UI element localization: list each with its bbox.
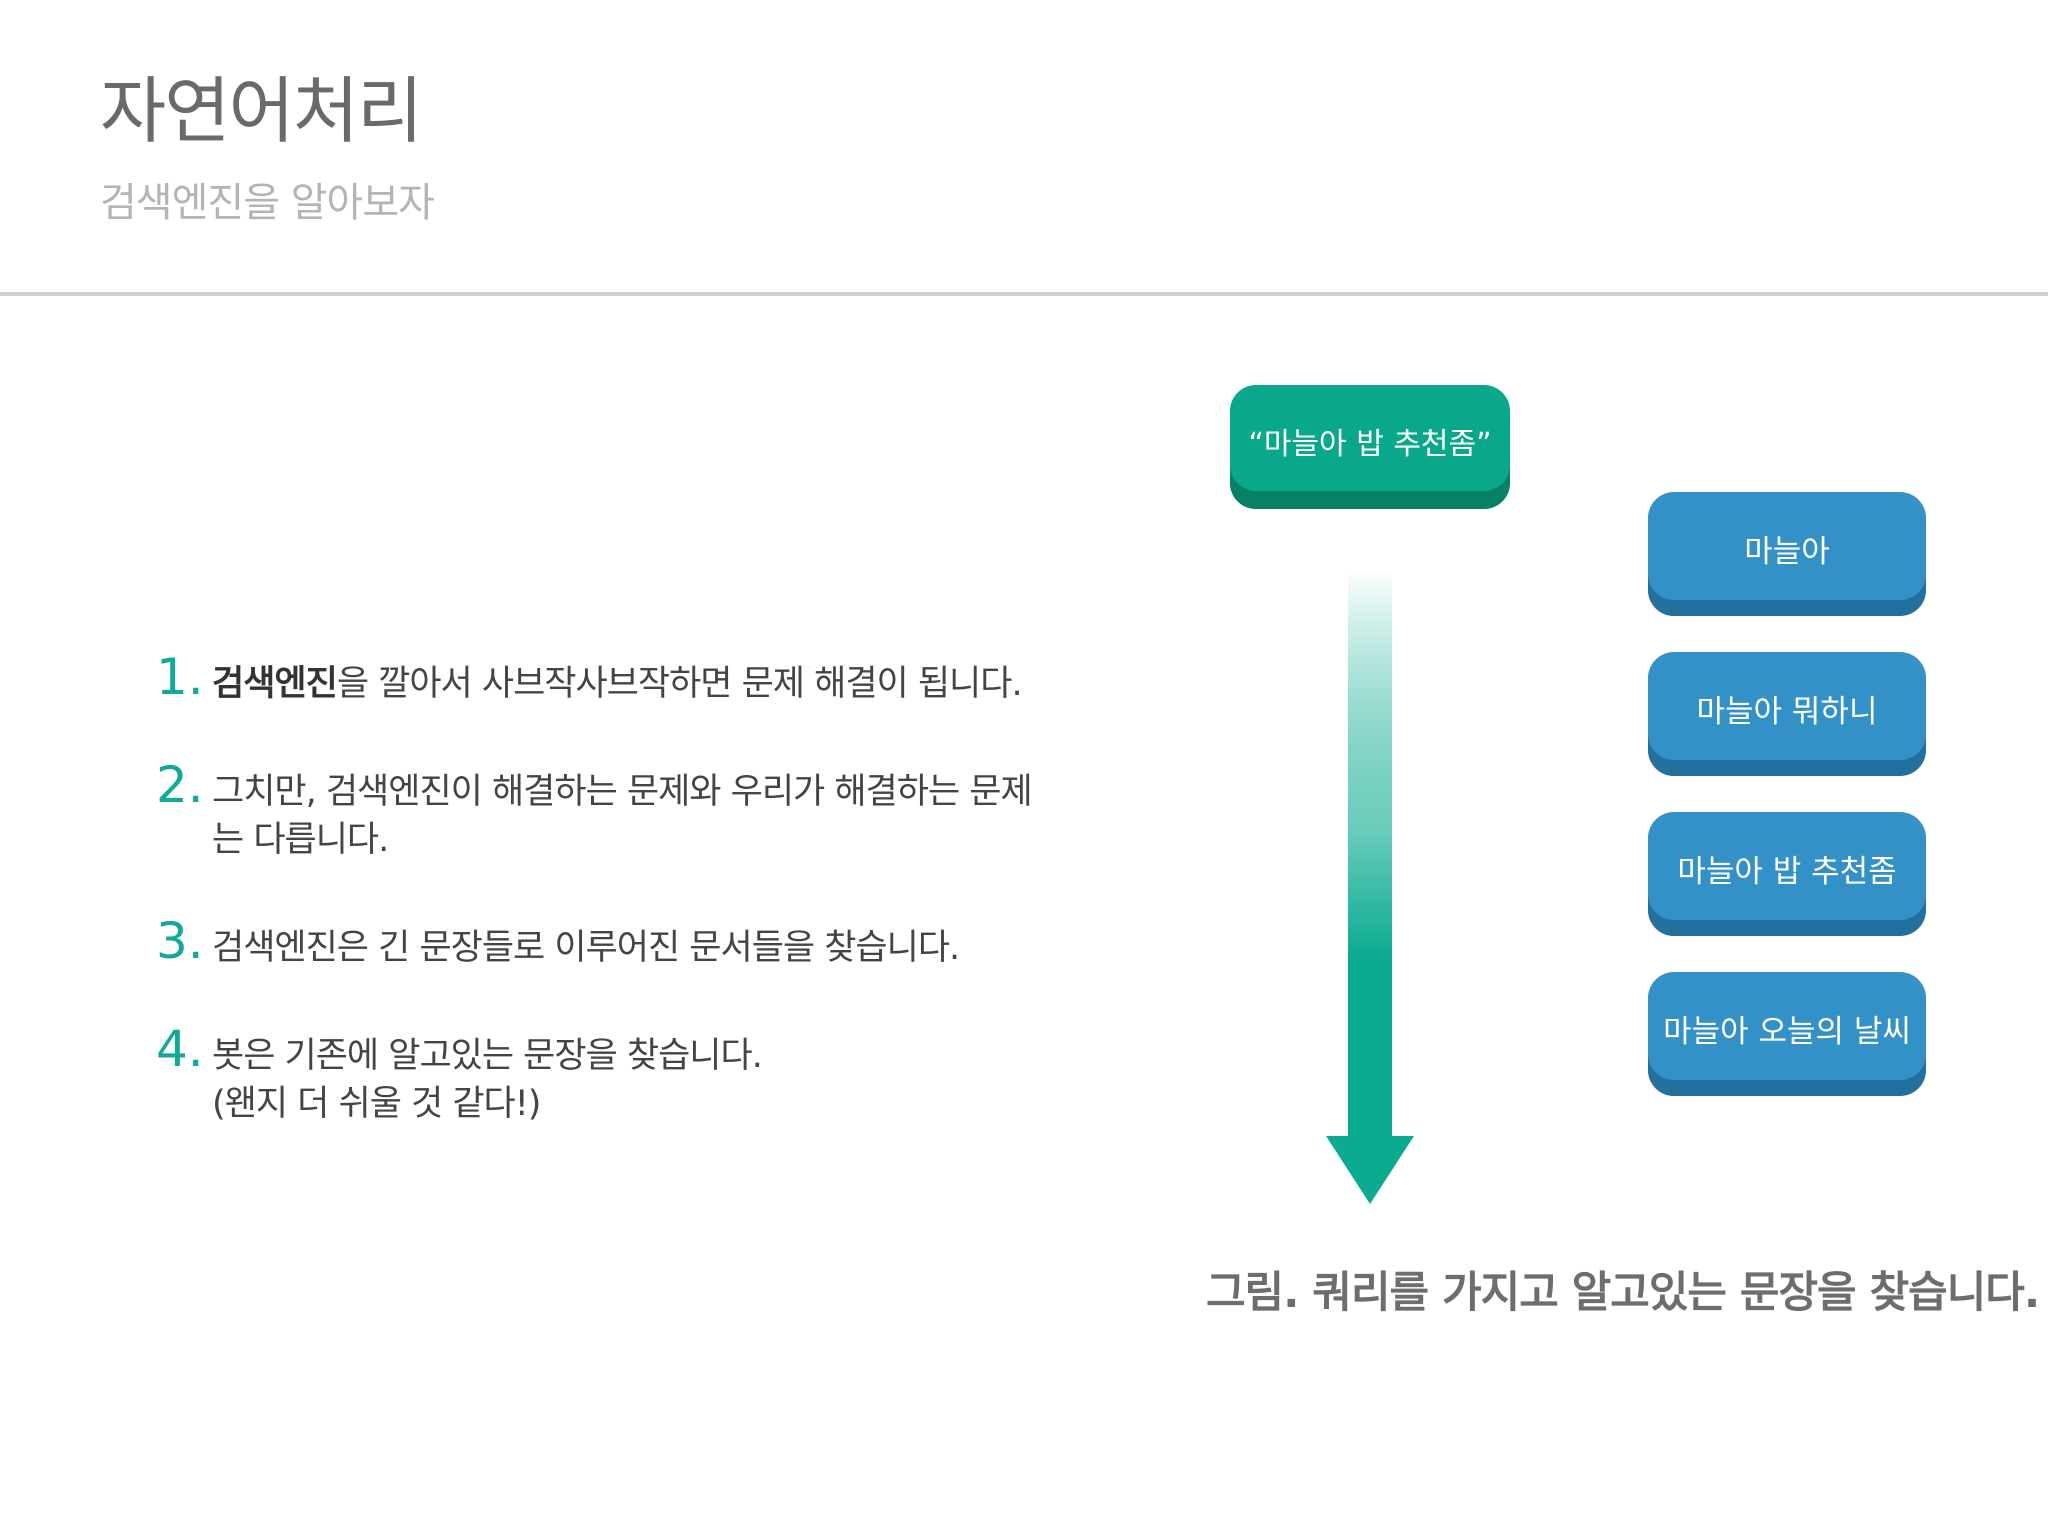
list-item: 1. 검색엔진을 깔아서 사브작사브작하면 문제 해결이 됩니다. <box>156 648 1023 708</box>
list-number: 2. <box>156 756 204 814</box>
list-item: 3. 검색엔진은 긴 문장들로 이루어진 문서들을 찾습니다. <box>156 912 960 972</box>
query-box: “마늘아 밥 추천좀” <box>1230 385 1510 509</box>
candidate-text: 마늘아 밥 추천좀 <box>1677 853 1897 890</box>
list-number: 1. <box>156 648 204 706</box>
page-title: 자연어처리 <box>100 69 423 153</box>
list-number: 4. <box>156 1020 204 1078</box>
query-text: “마늘아 밥 추천좀” <box>1248 427 1492 462</box>
list-text: 검색엔진을 깔아서 사브작사브작하면 문제 해결이 됩니다. <box>212 650 1023 708</box>
list-text: 봇은 기존에 알고있는 문장을 찾습니다. (왠지 더 쉬울 것 같다!) <box>212 1022 763 1128</box>
candidate-text: 마늘아 오늘의 날씨 <box>1663 1013 1911 1050</box>
candidate-box: 마늘아 <box>1648 492 1926 616</box>
candidate-text: 마늘아 <box>1744 533 1830 570</box>
candidate-box: 마늘아 뭐하니 <box>1648 652 1926 776</box>
list-item: 4. 봇은 기존에 알고있는 문장을 찾습니다. (왠지 더 쉬울 것 같다!) <box>156 1020 763 1128</box>
list-text-line: 그치만, 검색엔진이 해결하는 문제와 우리가 해결하는 문제 <box>212 772 1033 812</box>
list-text-line: 는 다릅니다. <box>212 820 389 860</box>
list-text: 그치만, 검색엔진이 해결하는 문제와 우리가 해결하는 문제 는 다릅니다. <box>212 758 1033 864</box>
candidate-box: 마늘아 밥 추천좀 <box>1648 812 1926 936</box>
candidate-box: 마늘아 오늘의 날씨 <box>1648 972 1926 1096</box>
arrow-head <box>1326 1136 1414 1204</box>
list-number: 3. <box>156 912 204 970</box>
list-text-line: (왠지 더 쉬울 것 같다!) <box>212 1084 541 1124</box>
arrow-shaft <box>1348 570 1392 1140</box>
list-bold-term: 검색엔진 <box>212 664 338 704</box>
list-text-line: 봇은 기존에 알고있는 문장을 찾습니다. <box>212 1036 763 1076</box>
figure-caption: 그림. 쿼리를 가지고 알고있는 문장을 찾습니다. <box>1206 1268 2040 1318</box>
page-subtitle: 검색엔진을 알아보자 <box>100 180 435 226</box>
list-text: 검색엔진은 긴 문장들로 이루어진 문서들을 찾습니다. <box>212 928 960 968</box>
list-item: 2. 그치만, 검색엔진이 해결하는 문제와 우리가 해결하는 문제 는 다릅니… <box>156 756 1033 864</box>
candidate-text: 마늘아 뭐하니 <box>1696 693 1878 730</box>
header-divider <box>0 292 2048 296</box>
down-arrow-icon <box>1326 570 1414 1204</box>
list-text-rest: 을 깔아서 사브작사브작하면 문제 해결이 됩니다. <box>336 664 1023 704</box>
